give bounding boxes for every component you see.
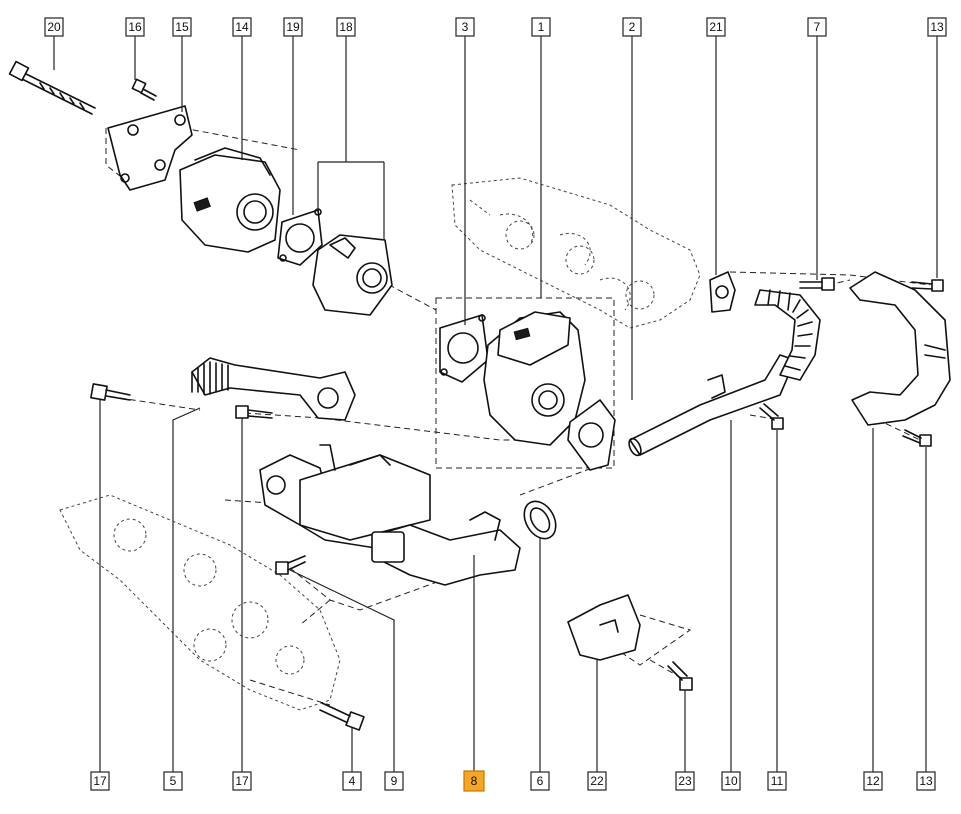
callout-label: 20 (47, 20, 61, 34)
callout-label: 17 (235, 774, 249, 788)
callout-17-bottom-left: 17 (90, 771, 110, 791)
callout-23-bottom: 23 (675, 771, 695, 791)
callout-5-bottom: 5 (163, 771, 183, 791)
callout-label: 23 (678, 774, 692, 788)
ghost-cylinder-head-outline (59, 494, 341, 711)
callout-label: 18 (339, 20, 353, 34)
callout-14-top: 14 (232, 17, 252, 37)
callout-11-bottom: 11 (767, 771, 787, 791)
callout-label: 6 (537, 774, 544, 788)
callout-12-bottom: 12 (863, 771, 883, 791)
callout-20-top: 20 (44, 17, 64, 37)
callout-label: 8 (471, 774, 478, 788)
clamp-part-6 (523, 500, 557, 540)
callout-label: 1 (538, 20, 545, 34)
bolt-part-4-lower (319, 702, 365, 731)
callout-label: 10 (724, 774, 738, 788)
callout-22-bottom: 22 (587, 771, 607, 791)
callout-3-top: 3 (455, 17, 475, 37)
flexible-hose (754, 289, 821, 381)
callout-label: 11 (771, 774, 784, 788)
callout-label: 3 (462, 20, 469, 34)
callout-21-top: 21 (706, 17, 726, 37)
callout-label: 5 (170, 774, 177, 788)
callout-13-bottom: 13 (916, 771, 936, 791)
callout-label: 15 (175, 20, 189, 34)
long-bolt-part-20 (8, 60, 96, 115)
bolt-part-17-upper (90, 383, 131, 401)
intake-housing-part-18 (312, 234, 393, 316)
bolt-part-4-upper (275, 555, 306, 575)
callout-7-top: 7 (807, 17, 827, 37)
callout-label: 2 (629, 20, 636, 34)
callout-18-top: 18 (336, 17, 356, 37)
outlet-gasket-part-2 (567, 399, 616, 471)
valve-gasket-part-3 (439, 314, 489, 383)
callout-16-top: 16 (125, 17, 145, 37)
callout-2-top: 2 (622, 17, 642, 37)
callout-17-bottom-right: 17 (232, 771, 252, 791)
bracket-part-12 (849, 271, 951, 426)
leader-lines (53, 36, 938, 772)
egr-bypass-part-8 (371, 511, 521, 586)
heat-shield-part-22 (567, 594, 641, 661)
callout-10-bottom: 10 (721, 771, 741, 791)
bolt-part-23 (667, 661, 693, 691)
callout-1-top: 1 (531, 17, 551, 37)
egr-valve-part-1 (483, 311, 586, 446)
callout-label: 13 (930, 20, 944, 34)
callout-label: 13 (919, 774, 933, 788)
ghost-exhaust-manifold-outline (451, 177, 701, 329)
callout-label: 16 (128, 20, 142, 34)
gasket-ring-part-19 (277, 208, 323, 266)
callout-15-top: 15 (172, 17, 192, 37)
clamp-part-21 (709, 271, 736, 313)
callout-label: 4 (349, 774, 356, 788)
bolt-part-17-lower (235, 405, 273, 419)
callout-label: 9 (391, 774, 398, 788)
callout-8-bottom-highlighted: 8 (463, 770, 485, 792)
callout-label: 22 (590, 774, 604, 788)
callout-4-bottom: 4 (342, 771, 362, 791)
egr-cooler-part-9 (259, 444, 431, 556)
callout-label: 14 (235, 20, 249, 34)
bolt-part-7 (799, 277, 835, 291)
callout-label: 12 (866, 774, 880, 788)
small-bolt-part-16 (131, 78, 157, 101)
bolt-part-13-upper (911, 279, 944, 292)
callout-label: 19 (286, 20, 300, 34)
egr-pipe-part-10 (628, 354, 796, 457)
callout-label: 21 (709, 20, 723, 34)
egr-tube-with-bellows (191, 357, 356, 421)
callout-label: 7 (814, 20, 821, 34)
gasket-plate-part-15 (107, 105, 193, 191)
callout-13-top: 13 (927, 17, 947, 37)
bolt-part-13-lower (902, 429, 932, 447)
throttle-body-part-14 (179, 147, 281, 253)
bolt-part-11 (759, 403, 784, 430)
callout-label: 17 (93, 774, 107, 788)
callout-9-bottom: 9 (384, 771, 404, 791)
egr-valve-group-frame (435, 297, 615, 469)
callout-19-top: 19 (283, 17, 303, 37)
callout-6-bottom: 6 (530, 771, 550, 791)
